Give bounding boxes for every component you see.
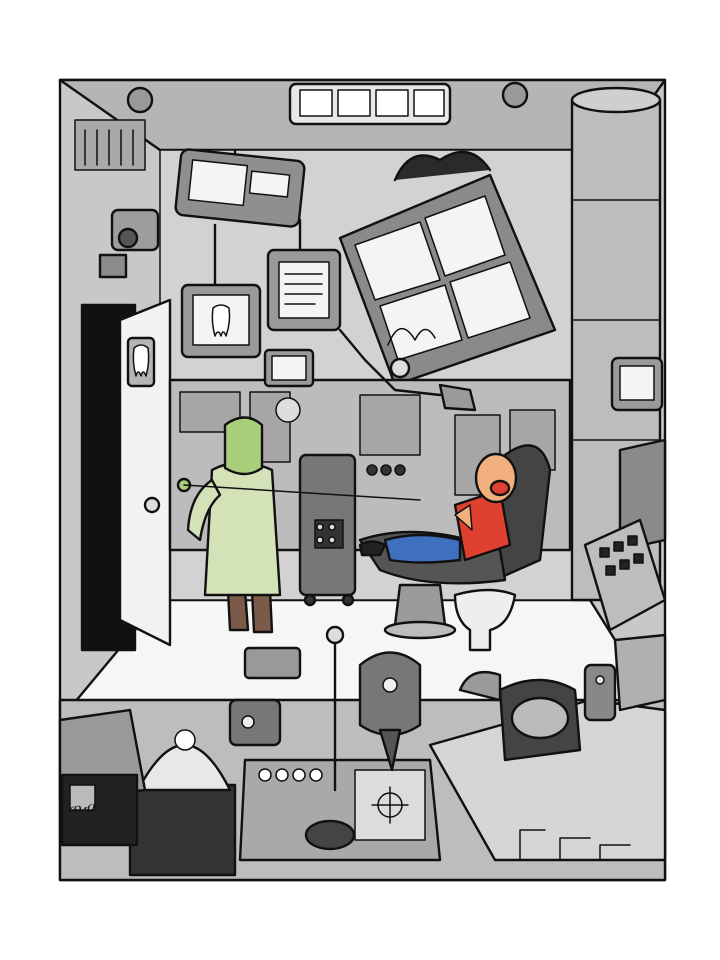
floor-cables bbox=[519, 829, 631, 861]
monitor-document bbox=[266, 218, 342, 332]
patient bbox=[358, 452, 518, 564]
big-monitor bbox=[338, 150, 557, 387]
left-desk-machines bbox=[58, 708, 147, 847]
right-console bbox=[428, 633, 667, 862]
ceiling-light bbox=[288, 82, 452, 126]
robot-cart bbox=[298, 453, 357, 607]
right-monitors bbox=[583, 356, 667, 632]
doorknob-icon bbox=[143, 496, 161, 514]
light-bulb-icon bbox=[174, 729, 196, 751]
tooth-sign-icon bbox=[132, 344, 150, 377]
center-robot bbox=[304, 625, 422, 851]
drill-arm bbox=[338, 328, 477, 412]
ceiling-vents bbox=[74, 81, 529, 171]
glass-dome-machine bbox=[128, 729, 237, 877]
monitor-top-left bbox=[174, 148, 306, 228]
small-robot bbox=[228, 646, 302, 747]
doctor bbox=[176, 416, 421, 634]
xray-monitor bbox=[180, 223, 262, 359]
wall-camera bbox=[98, 208, 160, 279]
artist-signature: ጨብ bbox=[68, 800, 96, 816]
crosshair-target-icon bbox=[371, 786, 409, 824]
pipe-column bbox=[570, 86, 662, 602]
keyboard-keys bbox=[599, 535, 644, 576]
door bbox=[80, 298, 172, 652]
tooth-xray-monitor-icon bbox=[211, 304, 231, 337]
